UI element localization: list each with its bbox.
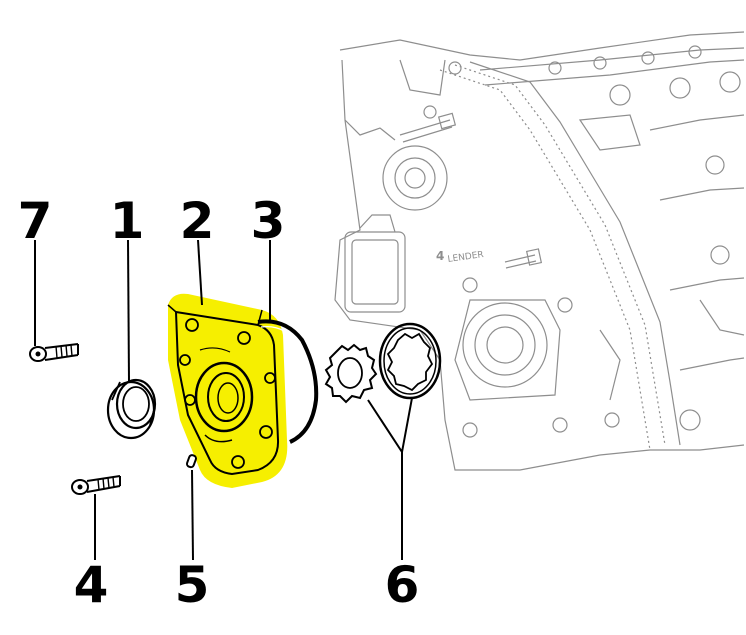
o-ring-part — [257, 319, 319, 444]
leader-5 — [191, 469, 194, 561]
leader-2 — [197, 239, 203, 306]
screw-upper-part — [29, 343, 79, 362]
callout-6: 6 — [385, 556, 420, 614]
callout-3: 3 — [251, 192, 286, 250]
oil-pump-cover-part — [167, 293, 288, 488]
pump-rotors-part — [324, 322, 442, 404]
seal-ring-part — [106, 378, 157, 440]
leader-6 — [367, 397, 413, 560]
callout-7: 7 — [18, 192, 53, 250]
dowel-pin-part — [185, 454, 197, 469]
screw-lower-part — [71, 475, 121, 495]
callout-5: 5 — [175, 556, 210, 614]
callout-1: 1 — [110, 192, 145, 250]
leader-lines — [34, 239, 413, 561]
leader-1 — [127, 239, 130, 383]
callout-2: 2 — [180, 192, 215, 250]
engine-block — [334, 31, 745, 471]
callout-numbers: 7 1 2 3 4 5 6 — [18, 192, 420, 614]
engine-marker: 4 — [436, 249, 444, 263]
callout-4: 4 — [74, 556, 109, 614]
engine-casting-text: LENDER — [447, 250, 484, 265]
